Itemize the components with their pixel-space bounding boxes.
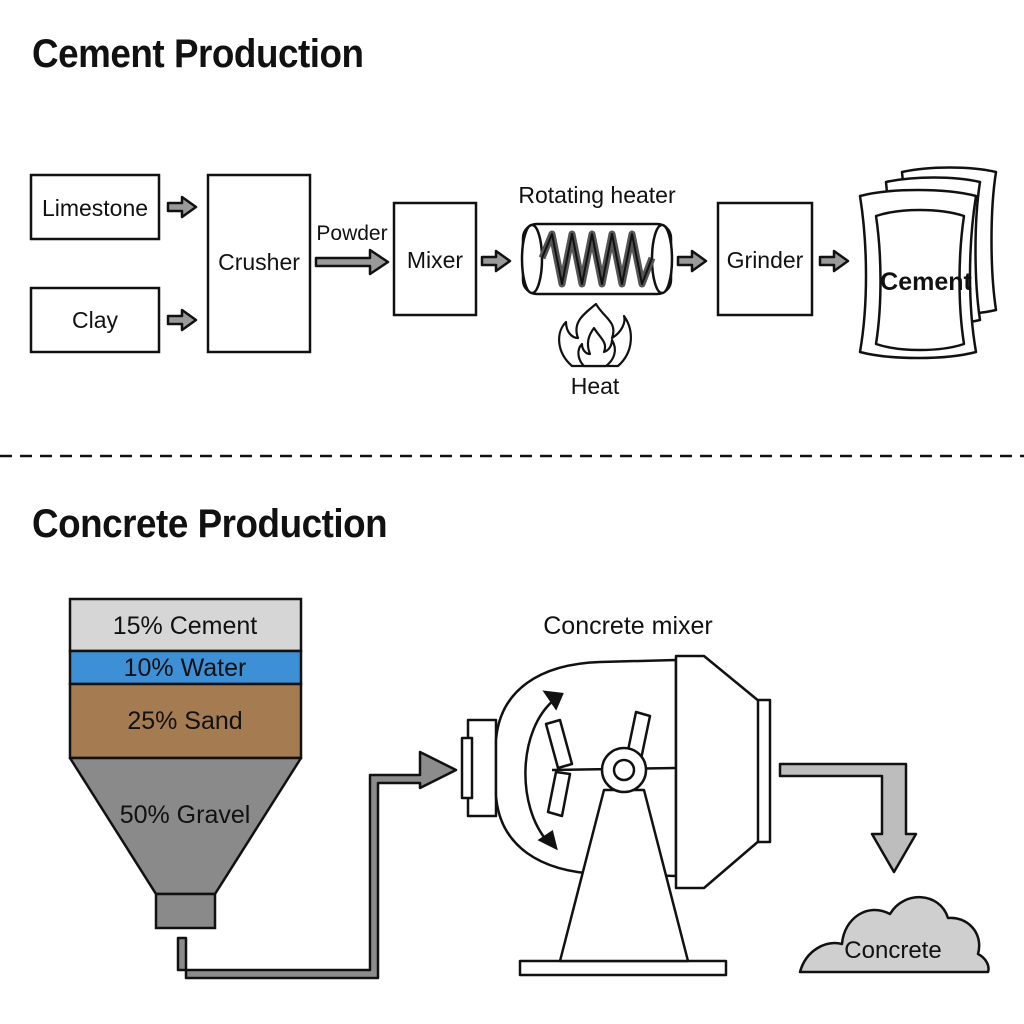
hopper-label-cement: 15% Cement [113, 612, 258, 640]
rotating-heater [520, 222, 674, 296]
mixer-box: Mixer [392, 201, 478, 317]
concrete-pile-icon [798, 896, 990, 974]
feed-pipe-arrow [176, 750, 458, 980]
concrete-production-title: Concrete Production [32, 502, 388, 546]
rotating-heater-label: Rotating heater [518, 182, 676, 208]
limestone-arrow [166, 195, 198, 219]
grinder-box: Grinder [716, 201, 814, 317]
ingredient-hopper: 15% Cement 10% Water 25% Sand 50% Gravel [68, 597, 303, 930]
hopper-layer-sand [68, 682, 303, 760]
rotation-arrow-icon [524, 690, 564, 851]
mixer-label: Mixer [407, 247, 464, 273]
concrete-output-label: Concrete [844, 937, 941, 964]
concrete-mixer-label: Concrete mixer [543, 612, 713, 640]
limestone-label: Limestone [42, 195, 148, 221]
crusher-box: Crusher [206, 173, 312, 354]
cement-product-label: Cement [880, 268, 972, 296]
crusher-label: Crusher [218, 249, 300, 275]
clay-arrow [166, 308, 198, 332]
hopper-label-water: 10% Water [124, 654, 247, 682]
hopper-label-gravel: 50% Gravel [120, 801, 251, 829]
hopper-label-sand: 25% Sand [127, 707, 242, 735]
powder-label: Powder [316, 222, 387, 245]
concrete-mixer-machine [460, 654, 772, 977]
output-arrow [778, 762, 918, 874]
mixer-to-heater-arrow [480, 249, 512, 273]
heat-label: Heat [571, 373, 620, 399]
grinder-label: Grinder [727, 247, 804, 273]
hopper-spout [154, 892, 217, 930]
mixer-base [518, 959, 728, 977]
limestone-box: Limestone [29, 173, 161, 241]
hopper-layer-water [68, 649, 303, 686]
hopper-layer-cement [68, 597, 303, 653]
cement-bags-icon [858, 166, 998, 360]
heater-to-grinder-arrow [676, 249, 708, 273]
clay-box: Clay [29, 286, 161, 354]
clay-label: Clay [72, 307, 119, 333]
grinder-to-cement-arrow [818, 249, 850, 273]
flame-icon [558, 302, 632, 368]
powder-arrow [314, 248, 390, 276]
cement-production-title: Cement Production [32, 32, 364, 76]
